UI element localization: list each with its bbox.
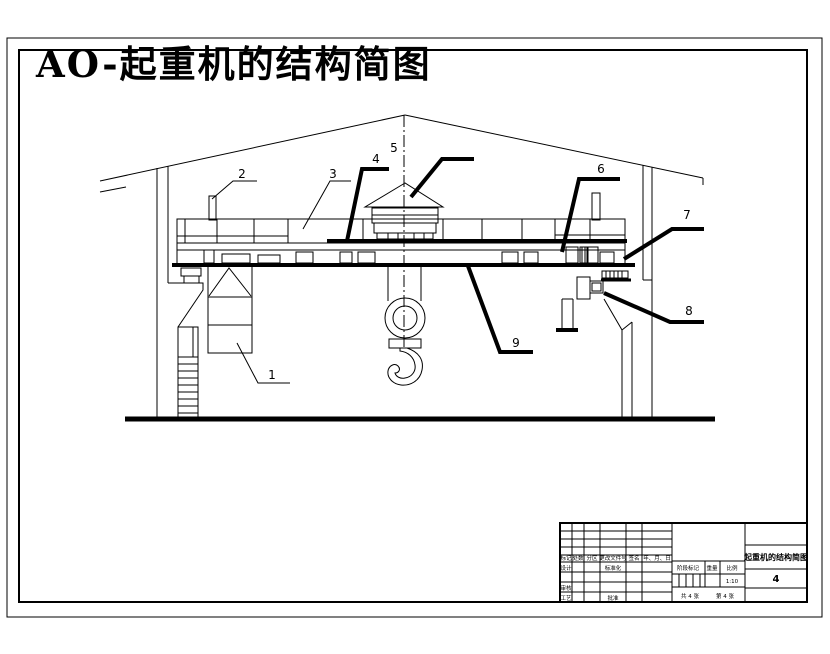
tb-sheet-no: 第 4 张 [716, 592, 734, 600]
callout-8: 8 [685, 304, 693, 318]
trolley [363, 182, 445, 240]
left-corbel [168, 282, 204, 328]
leader-6 [560, 177, 620, 253]
leader-2 [211, 180, 257, 200]
callout-6: 6 [597, 162, 605, 176]
leader-1 [236, 342, 290, 384]
building-outline [99, 114, 715, 422]
drawing-frame [6, 37, 823, 618]
leader-8 [603, 291, 704, 324]
hook-assembly [384, 267, 426, 386]
tb-scale-value: 1:10 [726, 579, 739, 585]
callout-9: 9 [512, 336, 520, 350]
hook-icon [387, 347, 423, 386]
tb-weight-label: 重量 [706, 564, 718, 572]
tb-sheets-total: 共 4 张 [681, 592, 699, 600]
tb-docno-label: 更改文件号 [599, 554, 627, 562]
pulley-outer [384, 297, 426, 339]
right-runway-column [603, 298, 633, 417]
tb-mark-label: 标记 [560, 554, 572, 562]
driver-cab [180, 265, 253, 354]
tb-sign-label: 签名 [628, 554, 639, 562]
leader-4 [345, 167, 389, 242]
callout-5: 5 [390, 141, 398, 155]
hook-crossbar [388, 338, 422, 349]
leader-5 [409, 157, 474, 199]
ladder [177, 326, 199, 419]
tb-count-label: 处数 [572, 554, 584, 562]
roof-left-fascia [99, 186, 127, 193]
callout-1: 1 [268, 368, 276, 382]
right-rail-post [591, 192, 601, 221]
tb-process-label: 工艺 [560, 595, 572, 602]
title-block: 标记 处数 分区 更改文件号 签名 年、月、日 设计 标准化 审核 工艺 批准 … [559, 522, 808, 603]
tb-drawing-number: 4 [773, 574, 780, 585]
page-title: AO-起重机的结构简图 [35, 42, 432, 86]
leader-7 [622, 227, 704, 261]
callout-7: 7 [683, 208, 691, 222]
callouts: 1 2 3 4 5 6 7 8 9 [211, 141, 704, 384]
callout-3: 3 [329, 167, 337, 181]
tb-check-label: 审核 [560, 584, 572, 592]
end-stop-buffer [556, 270, 631, 332]
tb-standardization-label: 标准化 [605, 564, 622, 572]
leader-3 [302, 180, 351, 230]
leader-9 [466, 265, 533, 354]
roof-left-slope [99, 114, 406, 182]
left-rail-post [208, 195, 217, 221]
callout-4: 4 [372, 152, 380, 166]
tb-date-label: 年、月、日 [643, 554, 671, 562]
pulley-inner [392, 305, 418, 331]
tb-design-label: 设计 [560, 564, 572, 572]
callout-2: 2 [238, 167, 246, 181]
tb-scale-label: 比例 [726, 564, 738, 572]
tb-drawing-name: 起重机的结构简图 [743, 552, 808, 562]
roof-right-slope [404, 114, 704, 179]
tb-stage-label: 阶段标记 [677, 564, 700, 572]
tb-zone-label: 分区 [586, 554, 598, 562]
tb-approve-label: 批准 [607, 594, 619, 602]
